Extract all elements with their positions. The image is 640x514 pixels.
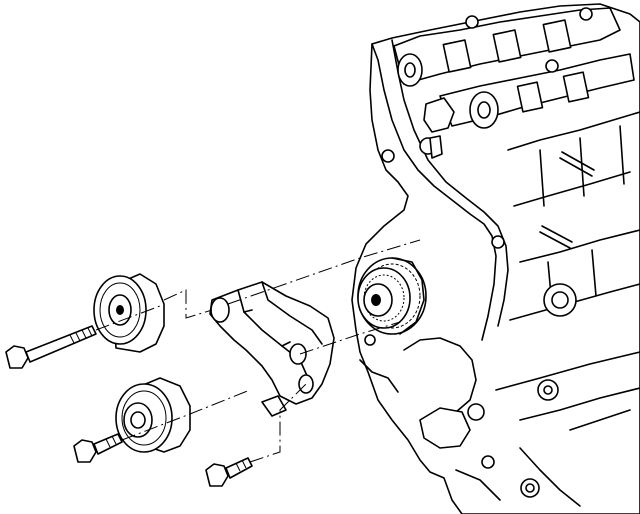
engine-block xyxy=(351,3,640,514)
long-bolt xyxy=(5,325,97,369)
camshaft xyxy=(393,7,635,159)
short-bolt-lower-pulley xyxy=(73,433,123,463)
bracket-mounting-bolt xyxy=(205,457,253,487)
tensioner-bracket xyxy=(209,281,335,417)
lower-idler-pulley xyxy=(115,377,191,453)
crankshaft-sprocket xyxy=(357,257,427,335)
assembly-center-lines xyxy=(95,239,421,463)
upper-idler-pulley xyxy=(93,273,165,353)
